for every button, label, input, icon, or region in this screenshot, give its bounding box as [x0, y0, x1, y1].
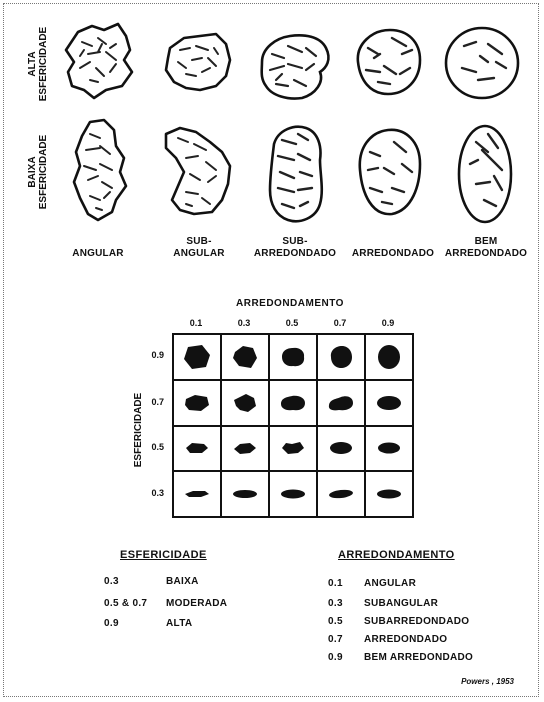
- grid-cell: [173, 380, 221, 426]
- grid-cell: [317, 334, 365, 380]
- pebble-low-well-rounded: [454, 120, 516, 228]
- grid-cell: [221, 334, 269, 380]
- grain-shape: [328, 440, 354, 456]
- legend-roundness-label: SUBANGULAR: [364, 598, 438, 609]
- grid-cell: [365, 471, 413, 517]
- column-label-line: ARREDONDADO: [343, 248, 443, 260]
- grid-cell: [365, 334, 413, 380]
- grid-cell: [221, 471, 269, 517]
- column-label-rounded: ARREDONDADO: [343, 248, 443, 260]
- grid-y-tick: 0.5: [134, 442, 164, 452]
- column-label-line: SUB-: [149, 236, 249, 248]
- pebble-high-subangular: [160, 28, 236, 96]
- grain-shape: [231, 488, 259, 500]
- column-label-subrounded: SUB- ARREDONDADO: [245, 236, 345, 260]
- pebble-high-rounded: [350, 24, 426, 100]
- column-label-line: BEM: [436, 236, 536, 248]
- column-label-line: ARREDONDADO: [436, 248, 536, 260]
- legend-roundness-value: 0.5: [328, 616, 343, 627]
- row-label-line: BAIXA: [27, 127, 38, 217]
- grid-cell: [173, 426, 221, 472]
- legend-roundness-label: BEM ARREDONDADO: [364, 652, 473, 663]
- grid-cell: [317, 471, 365, 517]
- grid-x-tick: 0.9: [373, 318, 403, 328]
- grid-y-tick: 0.3: [134, 488, 164, 498]
- legend-sphericity-title: ESFERICIDADE: [120, 549, 207, 561]
- pebble-low-subrounded: [264, 120, 328, 228]
- grid-x-tick: 0.3: [229, 318, 259, 328]
- grid-cell: [365, 426, 413, 472]
- grid-cell: [269, 426, 317, 472]
- grid-cell: [221, 426, 269, 472]
- grain-shape: [279, 345, 307, 369]
- grid-cell: [221, 380, 269, 426]
- row-label-high-sphericity: ALTA ESFERICIDADE: [27, 19, 51, 109]
- legend-roundness-value: 0.1: [328, 578, 343, 589]
- column-label-line: SUB-: [245, 236, 345, 248]
- grid-cell: [269, 380, 317, 426]
- grid-y-tick: 0.9: [134, 350, 164, 360]
- grain-shape: [183, 488, 211, 500]
- column-label-well-rounded: BEM ARREDONDADO: [436, 236, 536, 260]
- grain-shape: [327, 488, 355, 500]
- pebble-high-angular: [60, 20, 138, 100]
- legend-roundness-label: ARREDONDADO: [364, 634, 447, 645]
- shape-grid: [172, 333, 414, 518]
- legend-roundness-label: SUBARREDONDADO: [364, 616, 469, 627]
- grid-y-tick: 0.7: [134, 397, 164, 407]
- legend-sphericity-label: BAIXA: [166, 576, 199, 587]
- grain-shape: [232, 440, 258, 456]
- column-label-line: ANGULAR: [149, 248, 249, 260]
- column-label-angular: ANGULAR: [48, 248, 148, 260]
- row-label-line: ALTA: [27, 19, 38, 109]
- row-label-line: ESFERICIDADE: [38, 19, 49, 109]
- grid-x-title: ARREDONDAMENTO: [236, 298, 344, 309]
- pebble-low-subangular: [158, 122, 238, 220]
- grid-cell: [173, 334, 221, 380]
- pebble-low-rounded: [354, 124, 426, 220]
- legend-roundness-value: 0.9: [328, 652, 343, 663]
- legend-roundness-title: ARREDONDAMENTO: [338, 549, 455, 561]
- grain-shape: [231, 344, 259, 370]
- legend-roundness-label: ANGULAR: [364, 578, 416, 589]
- row-label-line: ESFERICIDADE: [38, 127, 49, 217]
- grid-cell: [269, 471, 317, 517]
- grain-shape: [184, 440, 210, 456]
- row-label-low-sphericity: BAIXA ESFERICIDADE: [27, 127, 51, 217]
- grid-cell: [317, 380, 365, 426]
- grain-shape: [183, 393, 211, 413]
- column-label-line: ARREDONDADO: [245, 248, 345, 260]
- legend-sphericity-label: MODERADA: [166, 598, 227, 609]
- grain-shape: [376, 344, 402, 370]
- grain-shape: [376, 440, 402, 456]
- legend-sphericity-label: ALTA: [166, 618, 192, 629]
- grain-shape: [279, 393, 307, 413]
- source-credit: Powers , 1953: [461, 677, 514, 686]
- column-label-line: ANGULAR: [48, 248, 148, 260]
- pebble-high-well-rounded: [442, 24, 522, 102]
- grid-x-tick: 0.7: [325, 318, 355, 328]
- grain-shape: [280, 439, 306, 457]
- legend-sphericity-value: 0.9: [104, 618, 119, 629]
- legend-roundness-value: 0.3: [328, 598, 343, 609]
- grain-shape: [327, 393, 355, 413]
- grid-cell: [269, 334, 317, 380]
- legend-roundness-value: 0.7: [328, 634, 343, 645]
- legend-sphericity-value: 0.5 & 0.7: [104, 598, 147, 609]
- grid-x-tick: 0.5: [277, 318, 307, 328]
- pebble-low-angular: [70, 116, 132, 224]
- column-label-subangular: SUB- ANGULAR: [149, 236, 249, 260]
- grain-shape: [328, 344, 354, 370]
- grain-shape: [375, 394, 403, 412]
- pebble-high-subrounded: [254, 28, 334, 104]
- grid-cell: [365, 380, 413, 426]
- grain-shape: [279, 488, 307, 500]
- grain-shape: [182, 343, 212, 371]
- grid-cell: [317, 426, 365, 472]
- grid-x-tick: 0.1: [181, 318, 211, 328]
- grain-shape: [375, 488, 403, 500]
- grain-shape: [232, 392, 258, 414]
- legend-sphericity-value: 0.3: [104, 576, 119, 587]
- grid-cell: [173, 471, 221, 517]
